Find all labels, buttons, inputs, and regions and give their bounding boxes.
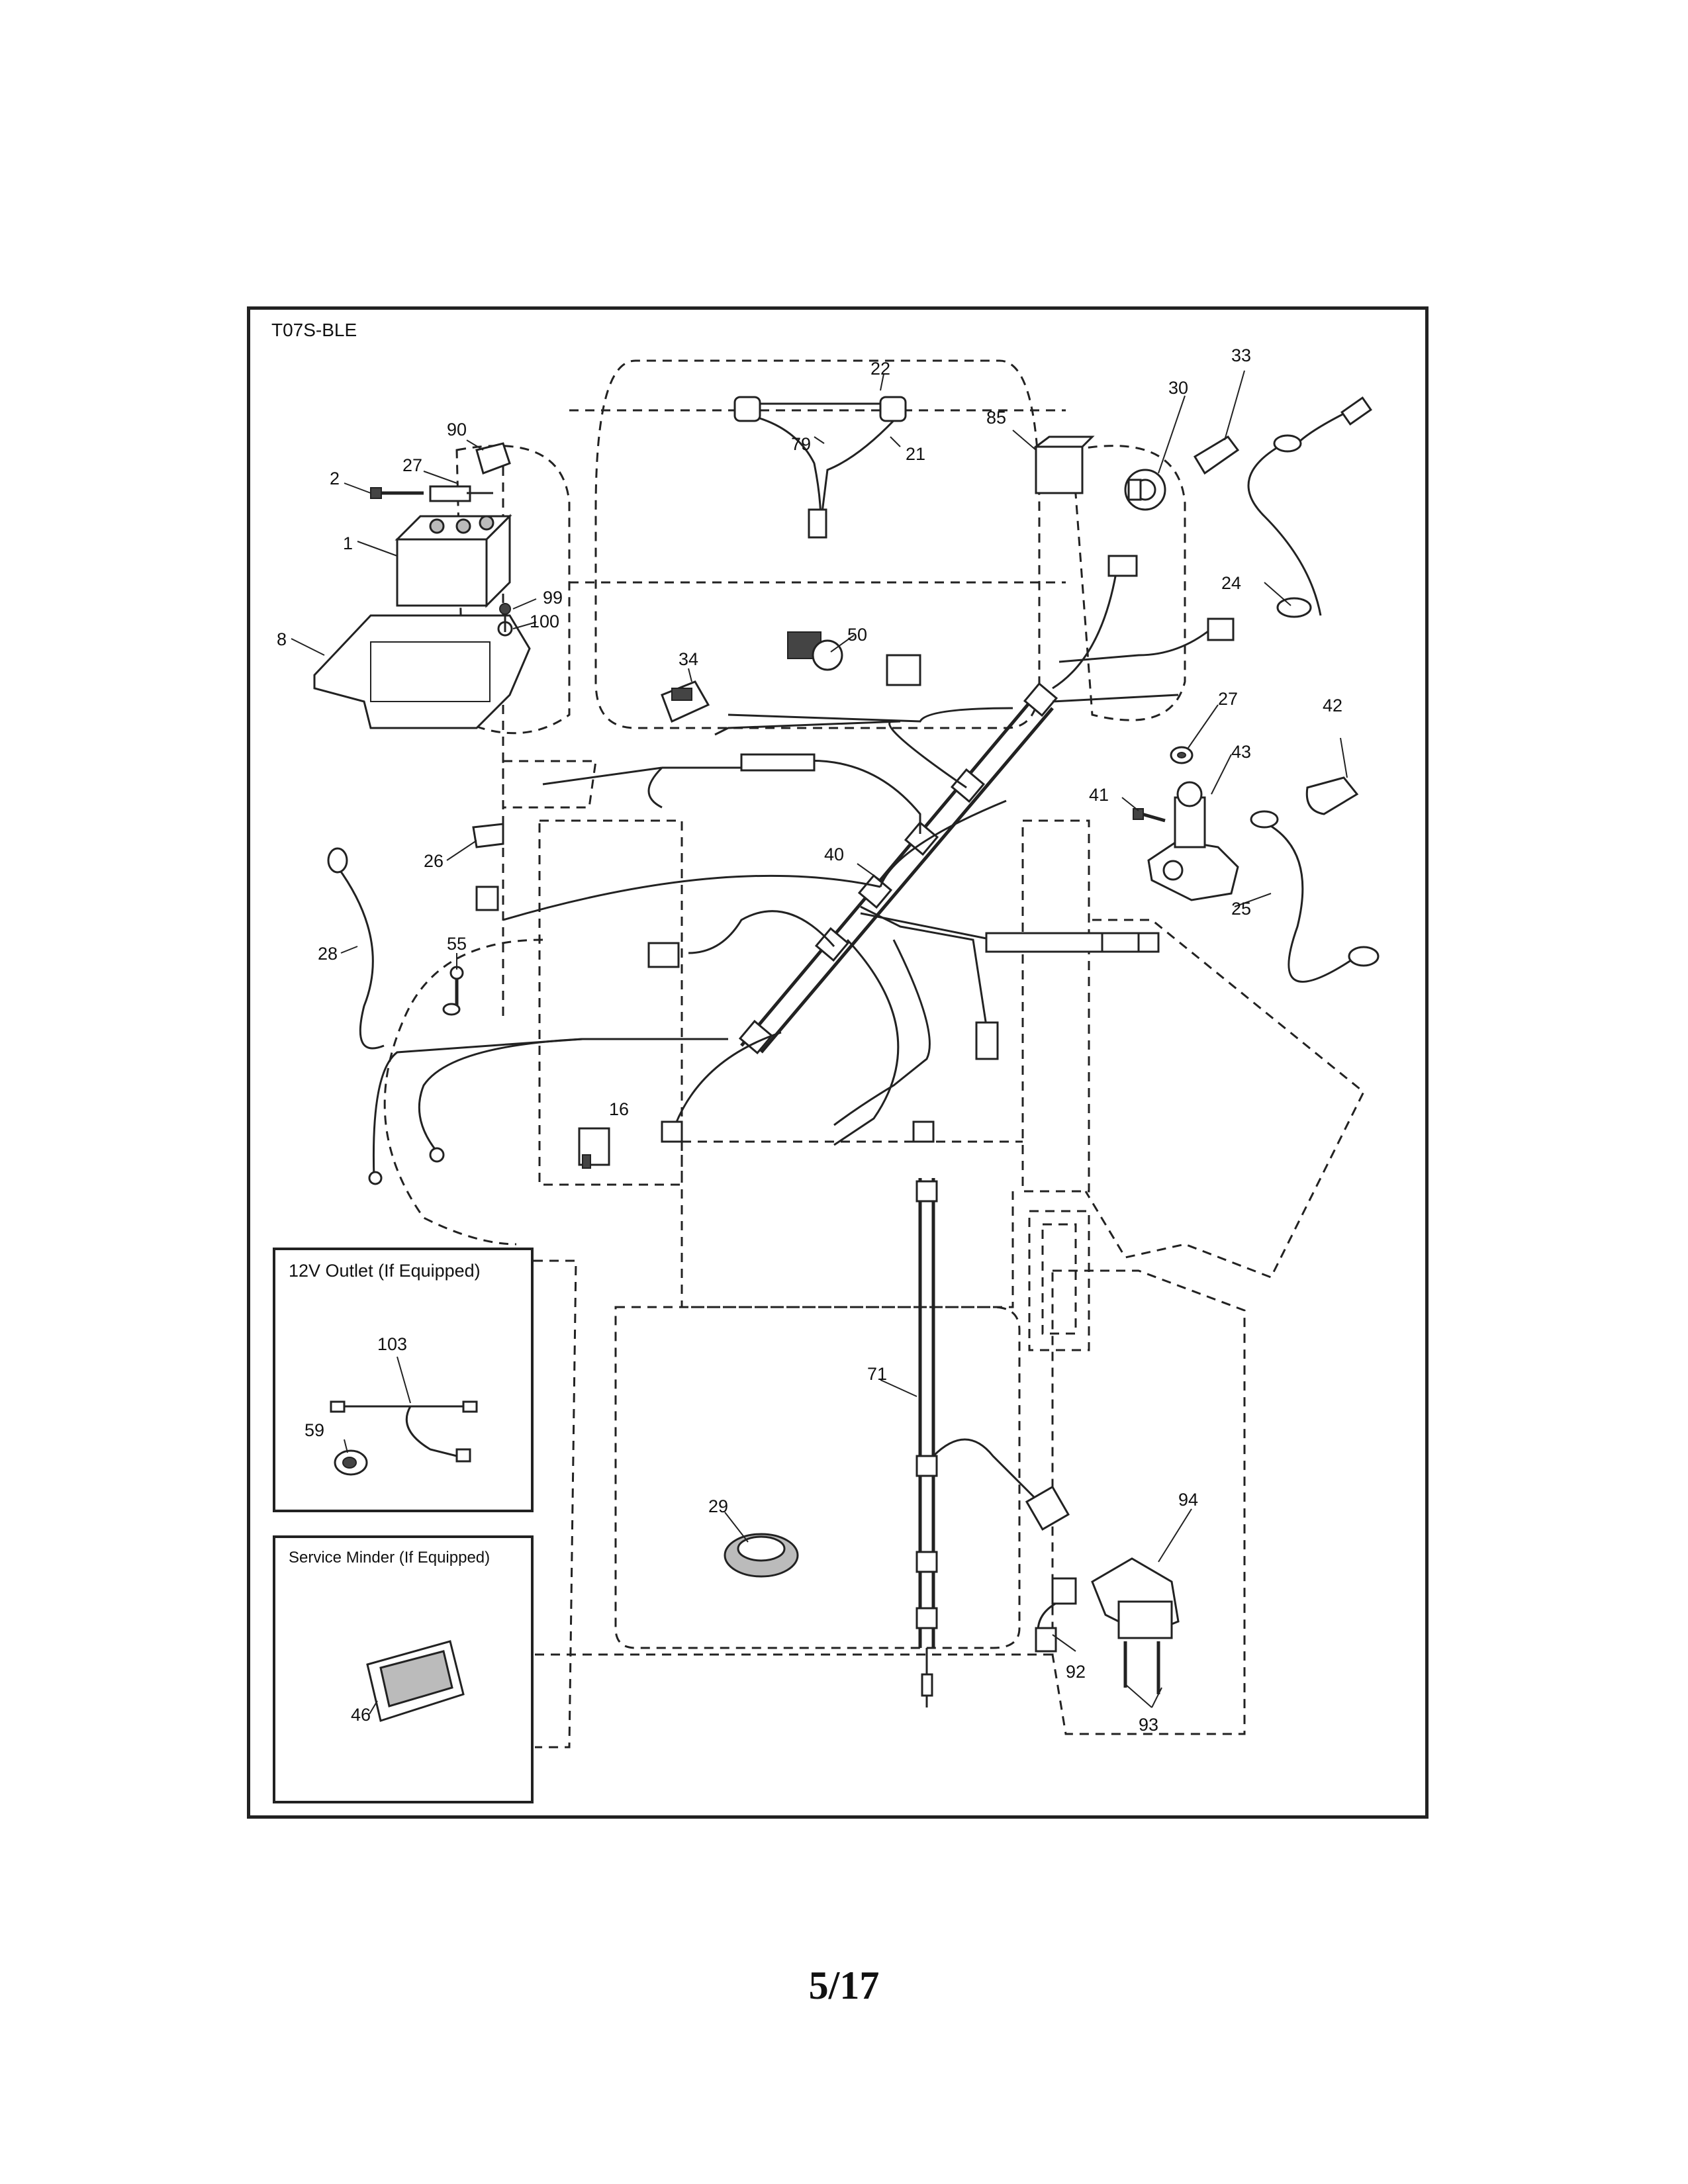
callout-labels: 2 1 8 27 90 99 100 22 79 21 85 30 33 24 … bbox=[277, 345, 1342, 1735]
starter-solenoid bbox=[1147, 781, 1239, 901]
callout-41: 41 bbox=[1089, 785, 1109, 805]
callout-79: 79 bbox=[791, 434, 811, 454]
callout-24: 24 bbox=[1221, 573, 1241, 593]
callout-92: 92 bbox=[1066, 1662, 1086, 1682]
leader-lines bbox=[291, 370, 1348, 1715]
relay bbox=[1033, 435, 1095, 494]
callout-99: 99 bbox=[543, 588, 563, 608]
headlight-harness bbox=[733, 396, 907, 539]
connector bbox=[647, 942, 680, 968]
callout-27-b: 27 bbox=[1218, 689, 1238, 709]
model-code: T07S-BLE bbox=[271, 320, 357, 340]
battery bbox=[395, 514, 512, 608]
ground-cable bbox=[1247, 396, 1372, 618]
callout-16: 16 bbox=[609, 1099, 629, 1119]
callout-34: 34 bbox=[679, 649, 698, 669]
main-wiring-harness bbox=[372, 555, 1212, 1179]
light-switch bbox=[661, 680, 710, 723]
callout-26: 26 bbox=[424, 851, 444, 871]
callout-42: 42 bbox=[1323, 696, 1342, 715]
screw bbox=[442, 966, 464, 1016]
module-assembly bbox=[1035, 1557, 1180, 1694]
callout-71: 71 bbox=[867, 1364, 887, 1384]
callout-85: 85 bbox=[986, 408, 1006, 428]
battery-tray bbox=[313, 614, 531, 729]
page-number: 5/17 bbox=[808, 1964, 880, 2007]
tractor-outline bbox=[383, 359, 1365, 1749]
inset-12v-outlet: 12V Outlet (If Equipped) bbox=[273, 1248, 534, 1512]
callout-30: 30 bbox=[1168, 378, 1188, 398]
callout-90: 90 bbox=[447, 420, 467, 439]
ignition-key bbox=[1193, 435, 1240, 475]
bolt bbox=[1133, 808, 1166, 823]
callout-46: 46 bbox=[351, 1705, 371, 1725]
diagram-frame bbox=[247, 306, 1429, 1819]
callout-94: 94 bbox=[1178, 1490, 1198, 1510]
callout-103: 103 bbox=[377, 1334, 407, 1354]
inset-service-minder: Service Minder (If Equipped) bbox=[273, 1535, 534, 1803]
power-outlet bbox=[334, 1449, 368, 1476]
washer bbox=[1170, 746, 1194, 764]
callout-29: 29 bbox=[708, 1496, 728, 1516]
callout-28: 28 bbox=[318, 944, 338, 964]
callout-59: 59 bbox=[305, 1420, 324, 1440]
cable-25 bbox=[1250, 810, 1380, 983]
inset-title-service: Service Minder (If Equipped) bbox=[289, 1549, 491, 1567]
outlet-harness bbox=[330, 1400, 478, 1463]
callout-93: 93 bbox=[1139, 1715, 1158, 1735]
callout-21: 21 bbox=[906, 444, 925, 464]
callout-33: 33 bbox=[1231, 345, 1251, 365]
battery-cable bbox=[327, 847, 385, 1050]
terminal-boot bbox=[1305, 776, 1359, 815]
hardware-bolt bbox=[370, 442, 511, 502]
callout-55: 55 bbox=[447, 934, 467, 954]
ignition-switch bbox=[1124, 469, 1166, 511]
fuse bbox=[472, 823, 504, 848]
horn bbox=[724, 1533, 799, 1578]
callout-50: 50 bbox=[847, 625, 867, 645]
callout-27-a: 27 bbox=[402, 455, 422, 475]
plug bbox=[475, 886, 499, 911]
callout-25: 25 bbox=[1231, 899, 1251, 919]
callout-100: 100 bbox=[530, 612, 559, 631]
brake-switch bbox=[578, 1127, 610, 1169]
callout-8: 8 bbox=[277, 629, 287, 649]
callout-2: 2 bbox=[330, 469, 340, 488]
callout-22: 22 bbox=[870, 359, 890, 379]
callout-40: 40 bbox=[824, 844, 844, 864]
inset-title-outlet: 12V Outlet (If Equipped) bbox=[289, 1261, 481, 1281]
callout-1: 1 bbox=[343, 533, 353, 553]
harness-71 bbox=[912, 1120, 1070, 1707]
callout-43: 43 bbox=[1231, 742, 1251, 762]
